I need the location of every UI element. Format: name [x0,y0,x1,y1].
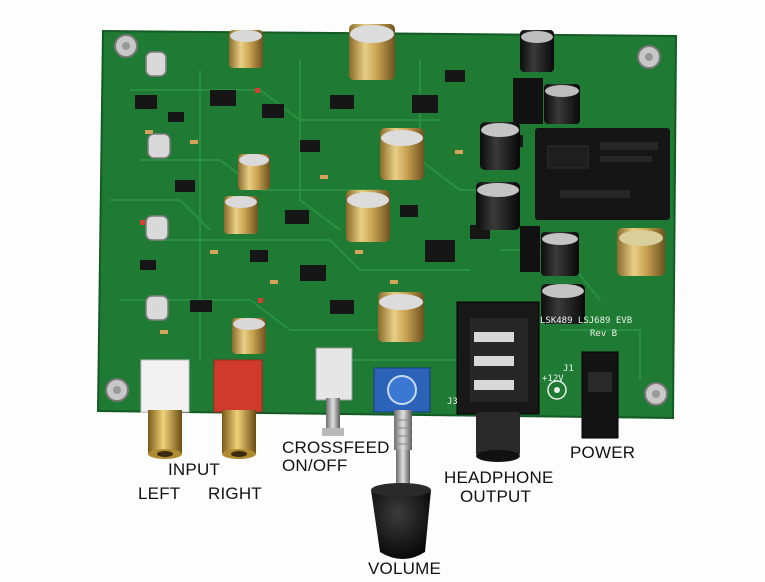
dc-dc-converter [535,128,670,220]
j3-ref-silkscreen: J3 [447,397,458,407]
voltage-regulator [513,78,543,272]
board-model-silkscreen: LSK489 LSJ689 EVB [540,316,633,326]
power-voltage-silkscreen: +12V [542,374,564,384]
right-label: RIGHT [208,484,262,503]
board-revision-silkscreen: Rev B [590,329,618,339]
headphone-label: HEADPHONE [444,468,554,487]
crossfeed-label: CROSSFEED [282,438,390,457]
black-capacitors [476,30,585,324]
power-jack [547,351,619,439]
rca-jack-right [213,359,263,459]
gold-capacitors [224,24,665,354]
rca-jack-left [140,359,190,459]
volume-potentiometer [371,367,431,559]
j1-ref-silkscreen: J1 [563,364,574,374]
volume-label: VOLUME [368,559,441,578]
input-label: INPUT [168,460,220,479]
headphone-output-label: OUTPUT [460,487,532,506]
headphone-jack [456,301,540,462]
crossfeed-onoff-label: ON/OFF [282,456,348,475]
crossfeed-switch [315,347,353,436]
power-label: POWER [570,443,636,462]
left-label: LEFT [138,484,181,503]
transistors [145,51,171,321]
